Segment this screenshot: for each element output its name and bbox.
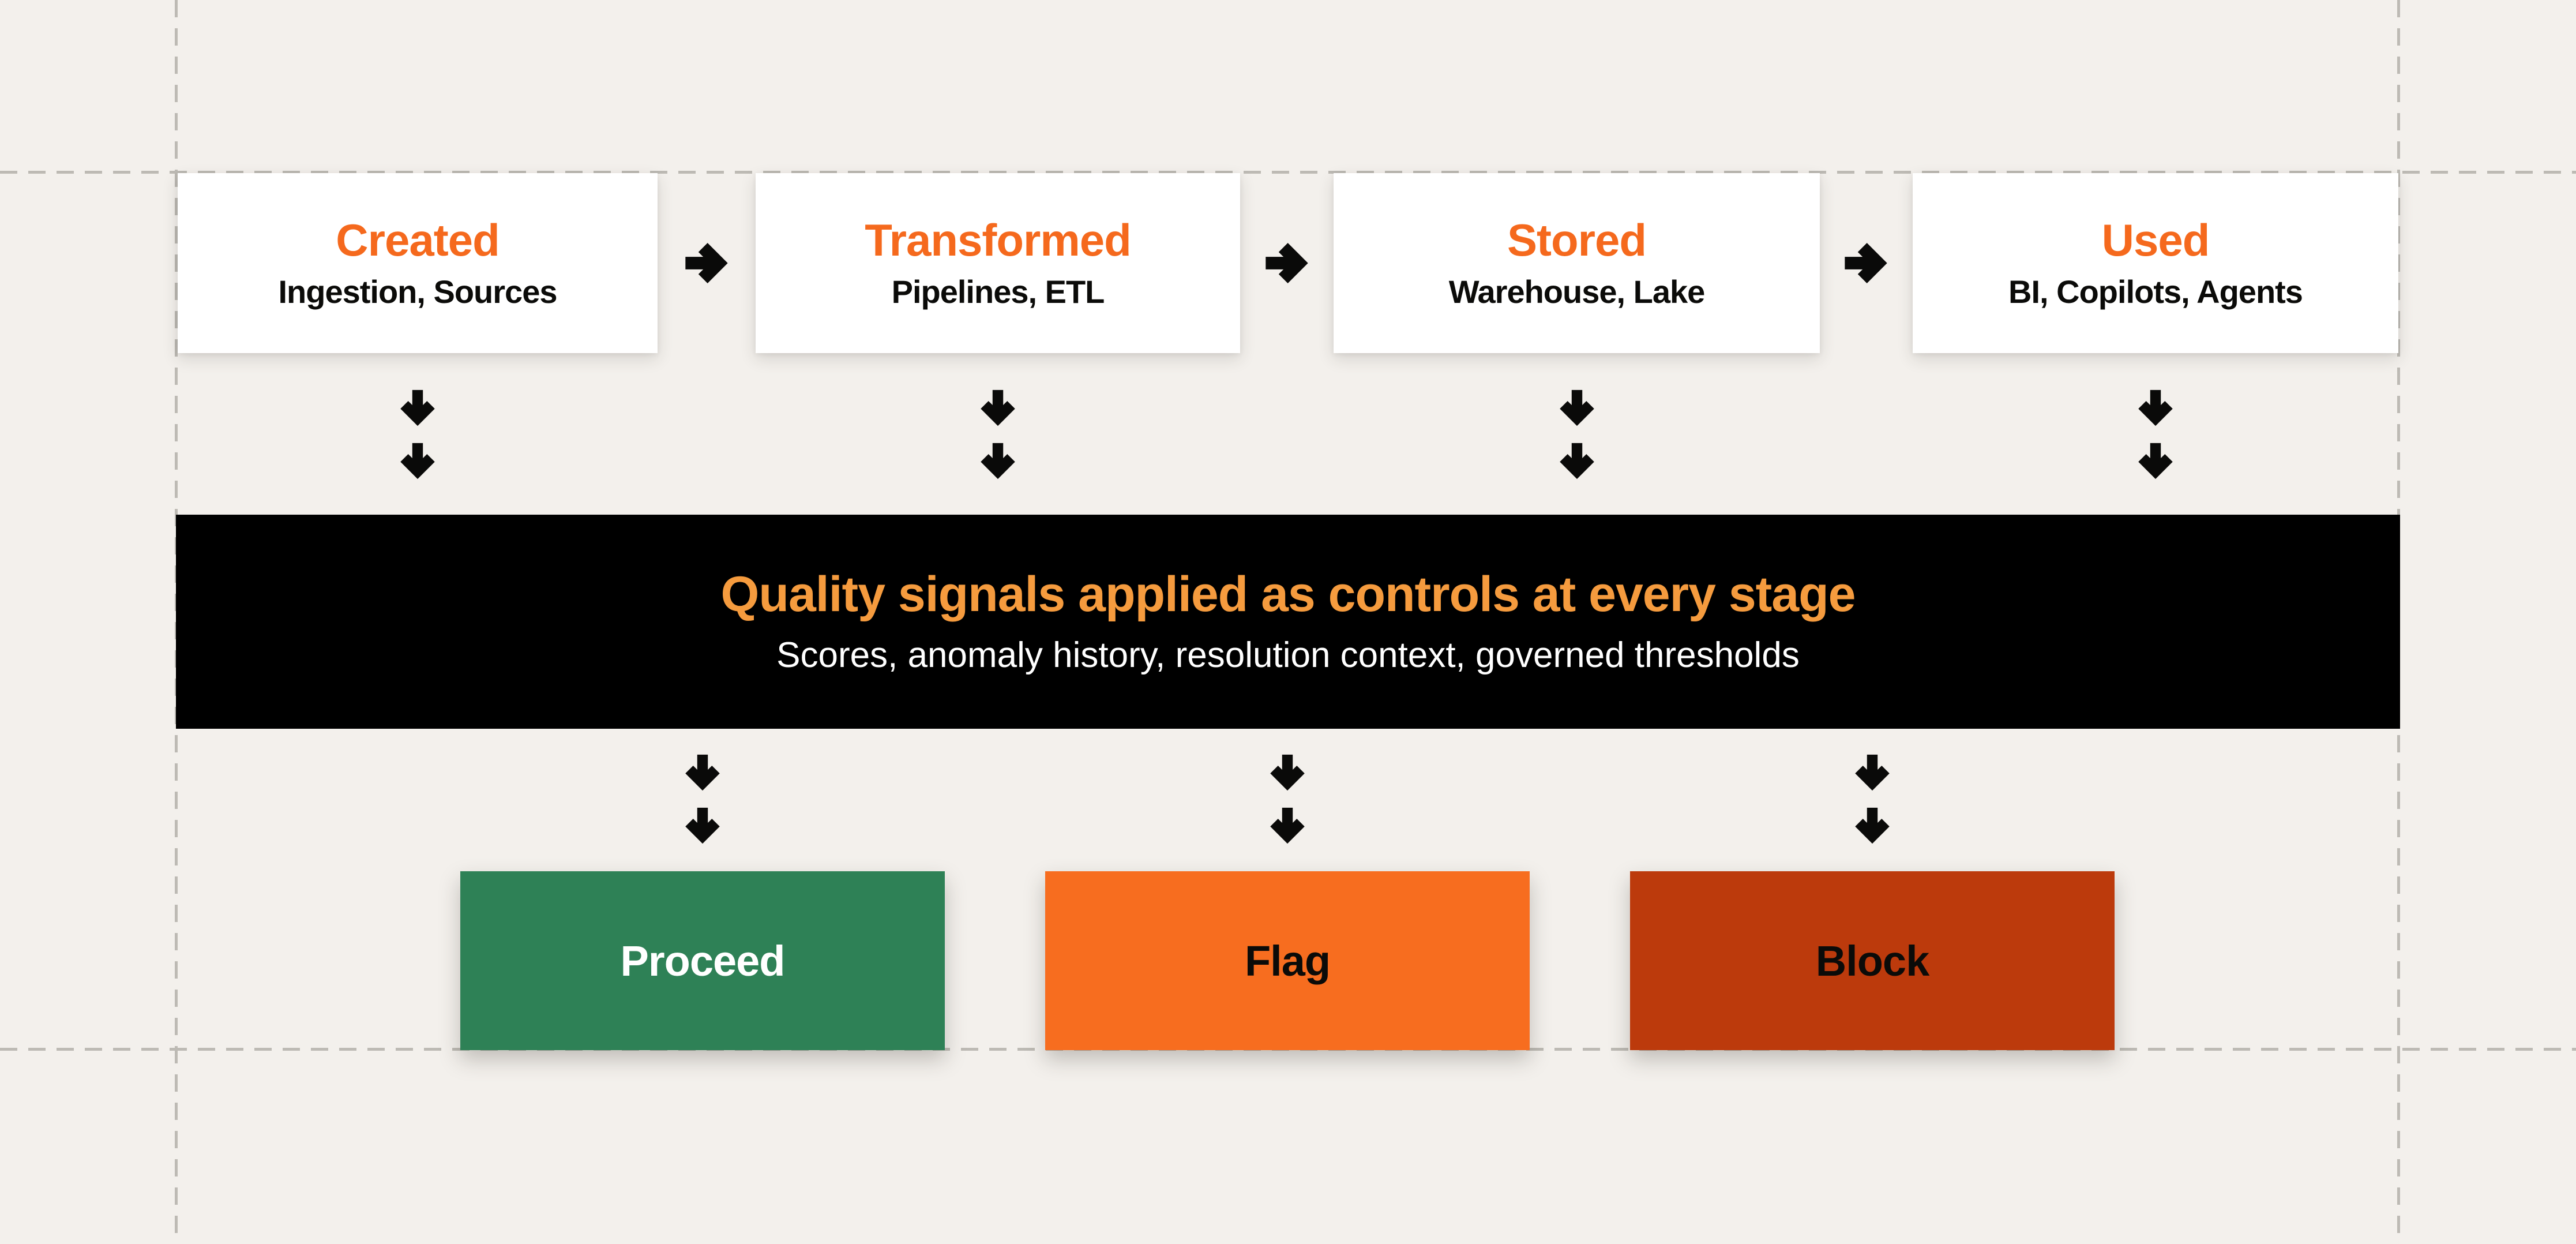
double-down-arrow-icon <box>683 753 722 845</box>
banner-subtitle: Scores, anomaly history, resolution cont… <box>776 635 1800 675</box>
outcome-box-block: Block <box>1630 871 2115 1050</box>
stage-box-created: Created Ingestion, Sources <box>178 173 658 353</box>
double-down-arrow-icon <box>1268 753 1307 845</box>
double-down-arrow-icon <box>2136 388 2175 481</box>
double-down-arrow-icon <box>1853 753 1892 845</box>
arrow-right-icon <box>684 240 730 286</box>
stage-subtitle: Pipelines, ETL <box>891 273 1105 310</box>
stage-title: Stored <box>1507 214 1647 265</box>
double-down-arrow-icon <box>398 388 437 481</box>
outcome-label: Block <box>1815 936 1930 985</box>
arrow-right-icon <box>1264 240 1310 286</box>
stage-box-transformed: Transformed Pipelines, ETL <box>756 173 1240 353</box>
stage-box-stored: Stored Warehouse, Lake <box>1334 173 1820 353</box>
stage-title: Created <box>336 214 500 265</box>
double-down-arrow-icon <box>1557 388 1597 481</box>
stage-subtitle: Warehouse, Lake <box>1448 273 1706 310</box>
stage-title: Used <box>2101 214 2210 265</box>
outcome-label: Proceed <box>620 936 785 985</box>
arrow-right-icon <box>1843 240 1889 286</box>
banner-title: Quality signals applied as controls at e… <box>720 567 1856 623</box>
outcome-label: Flag <box>1244 936 1331 985</box>
double-down-arrow-icon <box>978 388 1017 481</box>
outcome-box-flag: Flag <box>1045 871 1530 1050</box>
guide-line-horizontal-top <box>0 171 2576 174</box>
stage-subtitle: Ingestion, Sources <box>278 273 558 310</box>
quality-controls-banner: Quality signals applied as controls at e… <box>176 515 2400 729</box>
stage-box-used: Used BI, Copilots, Agents <box>1913 173 2398 353</box>
outcome-box-proceed: Proceed <box>460 871 945 1050</box>
stage-subtitle: BI, Copilots, Agents <box>2008 273 2303 310</box>
stage-title: Transformed <box>865 214 1131 265</box>
